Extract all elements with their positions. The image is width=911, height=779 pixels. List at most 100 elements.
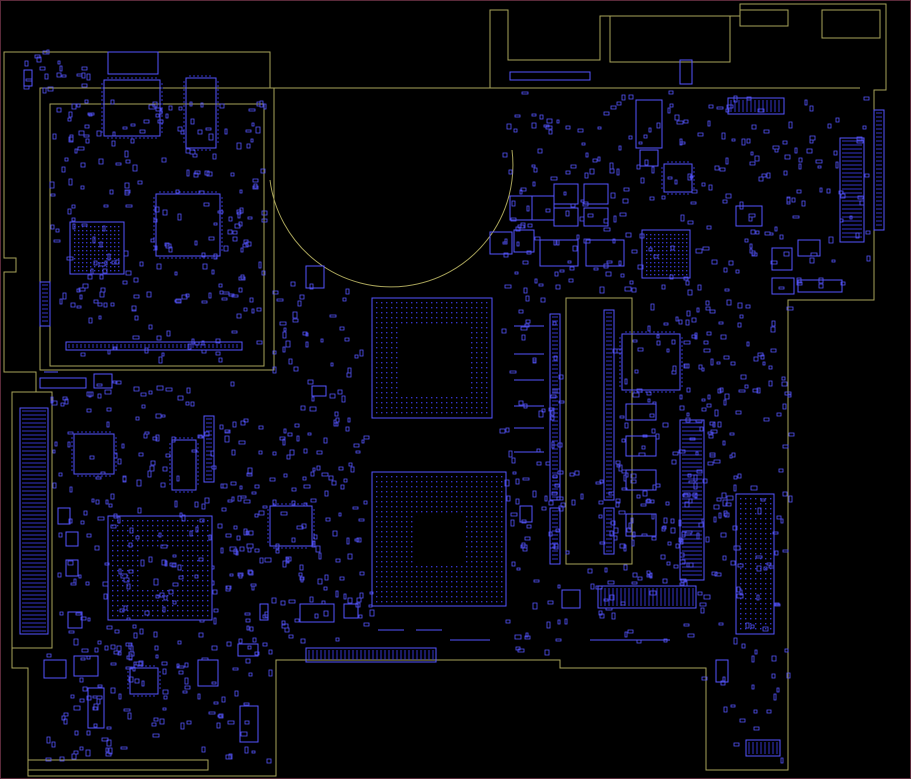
block-20 [625,513,657,537]
cpu-bga [371,297,493,419]
mem-chip-1 [101,77,163,139]
block-9 [585,239,625,267]
audio-chip-leads [71,431,117,477]
northbridge-bga-pads [376,476,503,603]
gpu-bga-outline [69,221,125,275]
block-1 [531,195,555,221]
lan-chip [619,331,683,393]
io-chip-bga-pads [646,234,688,276]
port-outline-2 [821,9,881,39]
slot-pins-left-2-pins [552,510,558,560]
bottom-connector-pins [308,650,434,660]
block-15 [771,277,795,295]
block-43 [509,71,591,81]
bottom-connector-body [305,647,437,663]
pad-array-pads [740,498,772,630]
audio-chip [71,431,117,477]
power-chip-body [129,667,159,695]
lower-connector-pins [600,588,694,606]
block-21 [561,589,581,609]
block-13 [771,247,793,271]
right-connector-body [839,137,865,243]
bottom-outline [27,759,209,771]
block-29 [43,659,67,679]
fan-outline [269,149,514,288]
bios-chip-leads [169,437,199,493]
mem-chip-2-body [185,77,217,149]
slot-pins-right-pins [606,312,612,498]
block-28 [73,655,99,677]
slot-pins-left [549,313,561,501]
block-24 [343,603,359,619]
block-30 [57,507,71,525]
shield-pins-body [65,341,243,351]
block-36 [715,659,729,683]
pad-array [735,493,775,635]
corner-connector [745,739,781,757]
video-chip-body [155,193,221,257]
side-connector-body [19,407,49,635]
top-connector-pins [730,100,780,112]
ec-chip-leads [661,161,695,195]
slot-pins-right-body [603,309,615,501]
side-connector-pins [22,410,46,632]
bios-chip [169,437,199,493]
top-connector [727,97,785,115]
edge-pins [873,109,885,231]
block-31 [65,559,79,577]
top-connector-body [727,97,785,115]
gpu-bga-pads [74,226,120,272]
port-outline-3 [609,15,731,63]
bios-pins [203,415,215,483]
left-pins [39,281,51,327]
mem-chip-2-leads [183,75,219,151]
lower-connector-body [597,585,697,609]
block-2 [553,183,579,205]
clock-chip-leads [267,503,315,549]
mid-pins [679,419,705,581]
cpu-bga-pads [376,302,488,414]
lan-chip-body [621,333,681,391]
left-pins-pins [42,284,48,322]
cpu-bga-outline [371,297,493,419]
block-41 [23,69,33,87]
slot-pins-right [603,309,615,501]
block-17 [625,403,657,421]
side-connector [19,407,49,635]
block-40 [107,51,159,75]
block-16 [797,279,843,293]
io-chip-bga [641,229,691,279]
block-4 [553,207,579,227]
side-bay-outline [11,391,53,649]
block-7 [513,229,535,253]
block-23 [299,603,335,623]
shield-pins-pins [68,344,238,348]
major-chips [69,75,775,697]
bios-pins-pins [206,418,212,480]
block-32 [65,531,79,547]
block-25 [239,705,259,743]
mem-chip-2 [183,75,219,151]
connectors [19,97,885,757]
board-outline [3,3,887,777]
block-3 [583,183,609,205]
block-26 [87,687,105,729]
gpu-bga [69,221,125,275]
clock-chip [267,503,315,549]
block-35 [679,59,693,85]
clock-chip-body [269,505,313,547]
block-11 [639,149,659,167]
video-chip [153,191,223,259]
lower-connector [597,585,697,609]
bios-pins-body [203,415,215,483]
bios-chip-body [171,439,197,491]
dimm-outline [565,297,633,565]
shield-pins [65,341,243,351]
io-chip-bga-outline [641,229,691,279]
slot-pins-right-2-pins [606,510,612,552]
keepout-outline [39,87,275,371]
block-22 [305,265,325,289]
board-edge [3,3,887,777]
block-42 [39,377,87,389]
